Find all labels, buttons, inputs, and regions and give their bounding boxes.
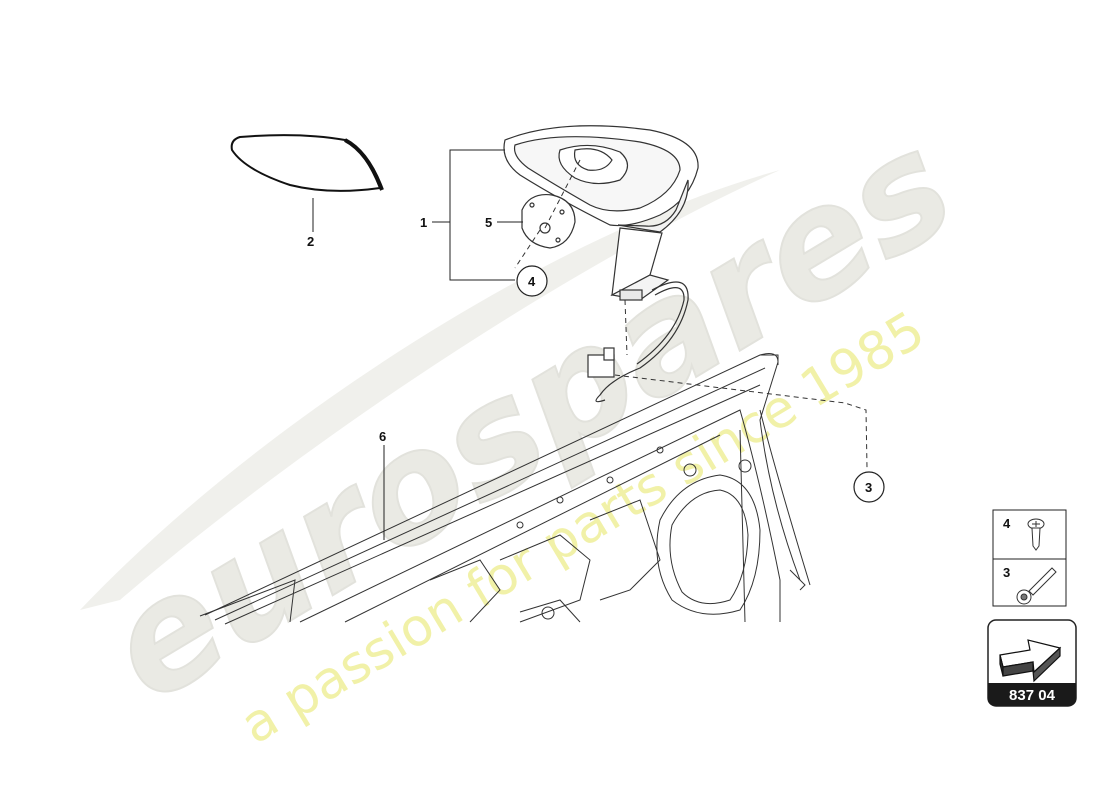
arrow-3d-icon: [999, 639, 1062, 683]
mirror-glass: [230, 134, 384, 192]
callout-5: 5: [485, 215, 492, 230]
mirror-housing: [503, 125, 699, 227]
watermark-brand: eurospares: [79, 98, 982, 736]
svg-text:4: 4: [528, 274, 536, 289]
bolt-icon: [1016, 567, 1057, 605]
mirror-adjuster: [521, 193, 576, 249]
legend-label-4: 4: [1003, 516, 1011, 531]
hardware-legend: 4 3: [992, 509, 1067, 607]
watermark-swoosh: [80, 170, 780, 610]
watermark: eurospares a passion for parts since 198…: [78, 97, 983, 756]
legend-label-3: 3: [1003, 565, 1010, 580]
svg-text:3: 3: [865, 480, 872, 495]
door-panel: [199, 353, 811, 625]
screw-icon: [1027, 518, 1045, 551]
circled-callout-4: 4: [516, 265, 548, 297]
reference-badge: 837 04: [987, 619, 1077, 707]
wiring-harness: [587, 281, 689, 403]
group-bracket: [432, 149, 523, 281]
callout-6: 6: [379, 429, 386, 444]
reference-number: 837 04: [1009, 687, 1056, 704]
mirror-arm: [610, 179, 689, 301]
assembly-lines: [514, 159, 868, 469]
circled-callout-3: 3: [853, 471, 885, 503]
callout-2: 2: [307, 234, 314, 249]
callout-1: 1: [420, 215, 427, 230]
